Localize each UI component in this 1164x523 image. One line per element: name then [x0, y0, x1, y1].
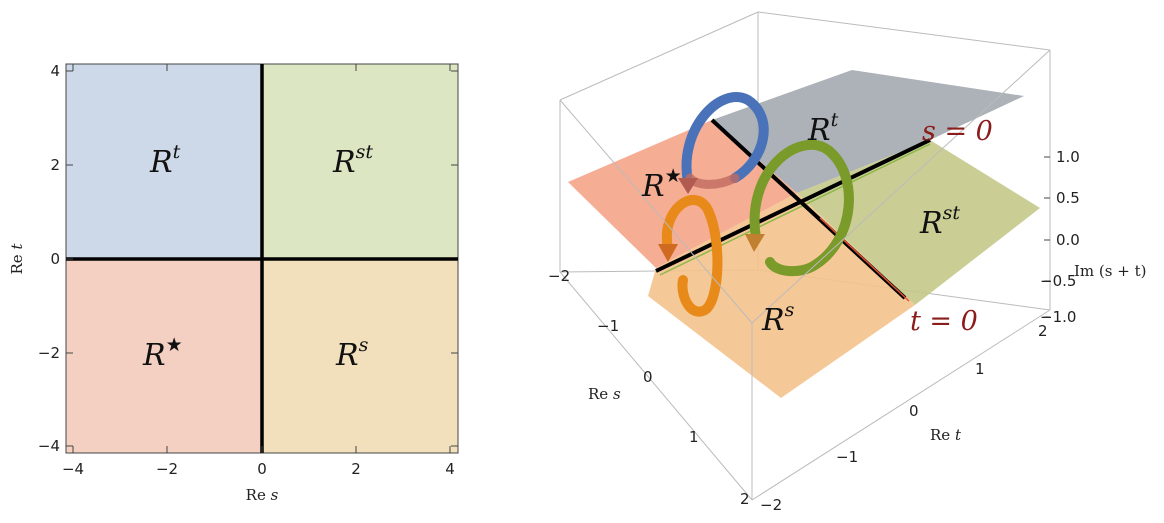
y-axis-title: Re t: [8, 243, 26, 275]
res-tick-label: 1: [689, 428, 699, 446]
plane-label-rstar: R★: [641, 165, 682, 204]
x-tick-label: 0: [257, 460, 267, 478]
y-tick-label: −4: [38, 437, 60, 455]
plane-label-rs: Rs: [761, 299, 795, 338]
blue-spiral-arrow: [678, 92, 769, 194]
z-tick-label: −0.5: [1040, 272, 1076, 290]
green-spiral-arrow: [745, 140, 854, 277]
ret-tick-label: 1: [975, 360, 985, 378]
z-tick-label: 0.5: [1056, 189, 1080, 207]
region-rt-fill: [66, 64, 262, 259]
region-rs-fill: [262, 259, 458, 453]
ret-tick-label: 2: [1038, 322, 1048, 340]
res-tick-label: −1: [597, 317, 619, 335]
ret-tick-label: −2: [760, 496, 782, 514]
label-s-equals-0: s = 0: [922, 116, 993, 147]
line-t-equals-0-highlight: [819, 217, 910, 302]
y-tick-label: 4: [50, 62, 60, 80]
ret-axis-title: Re t: [930, 426, 962, 444]
z-tick-label: −1.0: [1040, 308, 1076, 326]
region-rst-fill: [262, 64, 458, 259]
res-tick-label: −2: [548, 267, 570, 285]
z-tick-label: 1.0: [1056, 148, 1080, 166]
bounding-box-front: [559, 49, 1051, 501]
ret-tick-label: −1: [836, 448, 858, 466]
ret-tick-label: 0: [909, 402, 919, 420]
plane-label-rst: Rst: [919, 202, 960, 241]
res-tick-label: 2: [740, 490, 750, 508]
x-tick-label: −4: [62, 460, 84, 478]
label-t-equals-0: t = 0: [910, 306, 978, 337]
region-label-rst: Rst: [332, 141, 373, 180]
res-tick-label: 0: [643, 368, 653, 386]
y-tick-label: 0: [50, 250, 60, 268]
left-region-plot: −4 −2 0 2 4 4 2 0 −2 −4 Re s Re t Rt Rst…: [8, 62, 459, 504]
z-axis-title: Im (s + t): [1074, 262, 1146, 280]
x-axis-title: Re s: [246, 486, 279, 504]
region-label-rs: Rs: [335, 334, 369, 373]
x-tick-label: 4: [445, 460, 455, 478]
orange-spiral-arrow: [658, 195, 723, 317]
plane-label-rt: Rt: [807, 109, 839, 148]
right-3d-plot: Rt R★ Rst Rs s = 0 t = 0 1.0 0.5 0.0 −0.…: [548, 11, 1146, 514]
plane-rstar: [568, 120, 797, 268]
y-ticks: [66, 70, 458, 447]
res-axis-title: Re s: [588, 385, 621, 403]
line-s-equals-0-highlight: [659, 143, 931, 276]
line-s-equals-0: [655, 138, 931, 273]
x-ticks: [72, 64, 451, 453]
x-tick-label: 2: [351, 460, 361, 478]
z-ticks: [1044, 156, 1050, 318]
plane-rst: [797, 140, 1040, 305]
y-tick-label: 2: [50, 156, 60, 174]
plane-rt: [712, 70, 1024, 193]
y-tick-label: −2: [38, 344, 60, 362]
region-rstar-fill: [66, 259, 262, 453]
line-t-equals-0: [710, 118, 907, 300]
x-tick-label: −2: [156, 460, 178, 478]
region-label-rt: Rt: [149, 141, 181, 180]
region-label-rstar: R★: [142, 334, 183, 373]
z-tick-label: 0.0: [1056, 231, 1080, 249]
